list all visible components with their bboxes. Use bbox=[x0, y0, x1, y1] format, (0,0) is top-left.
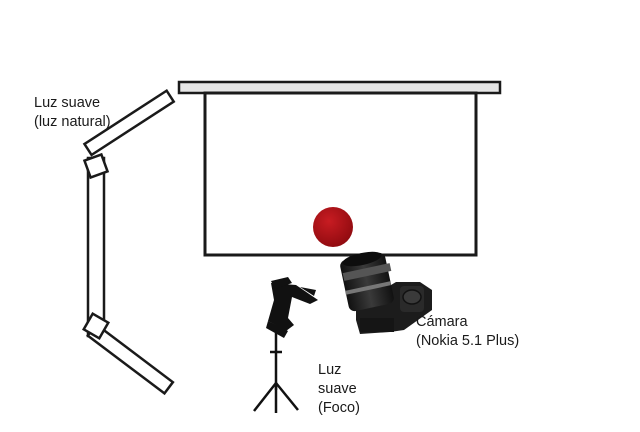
camera-label-line2: (Nokia 5.1 Plus) bbox=[416, 333, 520, 349]
spotlight-tripod bbox=[253, 330, 299, 413]
spotlight-icon bbox=[253, 277, 318, 413]
natural-light-label-line1: Luz suave bbox=[34, 95, 101, 111]
window-frame-top-joint bbox=[82, 152, 110, 180]
spotlight-head bbox=[266, 277, 318, 338]
camera-label-line1: Cámara bbox=[416, 314, 468, 330]
camera-lens-band-2 bbox=[345, 281, 391, 295]
dslr-camera-icon bbox=[340, 251, 432, 334]
camera-lens-front bbox=[342, 251, 382, 267]
window-frame-vertical bbox=[86, 156, 106, 338]
natural-light-label-line2: (luz natural) bbox=[34, 114, 111, 130]
camera-dial bbox=[402, 289, 422, 305]
subject-ball-icon bbox=[313, 207, 353, 247]
spotlight-label: Luz suave (Foco) bbox=[318, 361, 360, 418]
camera-base bbox=[360, 318, 394, 332]
window-frame-bottom-joint bbox=[81, 311, 111, 341]
camera-lens-band bbox=[342, 263, 392, 281]
spotlight-label-line1: Luz bbox=[318, 362, 342, 378]
camera-label: Cámara (Nokia 5.1 Plus) bbox=[416, 313, 519, 351]
window-frame-top-arm bbox=[82, 88, 176, 157]
spotlight-label-line3: (Foco) bbox=[318, 400, 360, 416]
window-frame-icon bbox=[81, 88, 176, 396]
natural-light-label: Luz suave (luz natural) bbox=[34, 94, 111, 132]
spotlight-label-line2: suave bbox=[318, 381, 357, 397]
backdrop-rail bbox=[177, 80, 502, 95]
